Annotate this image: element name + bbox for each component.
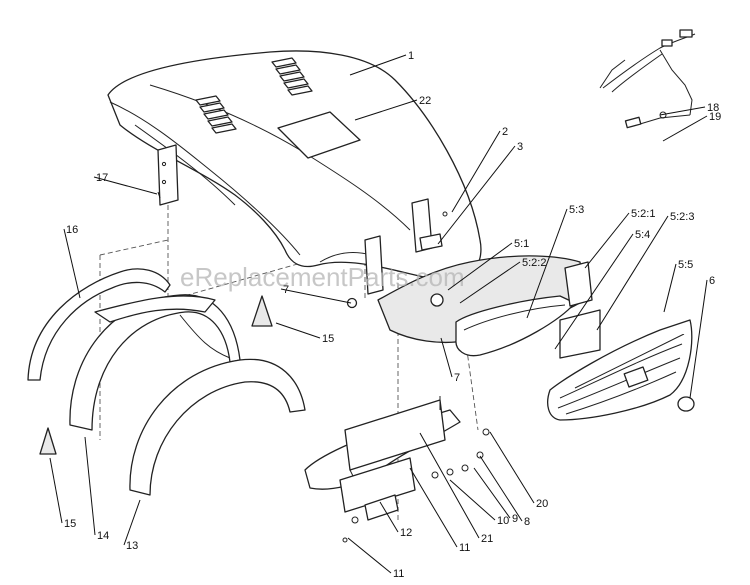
callout-leader-c14 — [84, 436, 96, 536]
callout-leader-c13 — [123, 499, 141, 546]
callout-label-c8: 8 — [524, 516, 530, 528]
callout-label-c2: 2 — [502, 126, 508, 138]
callout-label-c7a: 7 — [283, 284, 289, 296]
callout-label-c11a: 11 — [393, 568, 404, 580]
callout-leader-c12 — [379, 501, 399, 533]
wedge-pad-lower — [39, 427, 57, 455]
callout-leader-c7b — [440, 337, 453, 378]
callout-leader-c20 — [489, 431, 535, 504]
callout-label-c5_1: 5:1 — [514, 238, 529, 250]
callout-leader-c9 — [473, 467, 511, 519]
callout-leader-c17 — [93, 176, 158, 195]
callout-label-c5_3: 5:3 — [569, 204, 584, 216]
callout-label-c3: 3 — [517, 141, 523, 153]
callout-label-c22: 22 — [419, 95, 431, 107]
callout-label-c14: 14 — [97, 530, 109, 542]
callout-label-c5_2_1: 5:2:1 — [631, 208, 655, 220]
callout-leader-c16 — [63, 228, 81, 299]
callout-label-c5_4: 5:4 — [635, 229, 650, 241]
callout-leader-c22 — [354, 99, 418, 121]
callout-label-c21: 21 — [481, 533, 493, 545]
callout-leader-c7a — [280, 288, 352, 304]
callout-leader-c8 — [479, 455, 523, 522]
callout-leader-c5_2_3 — [596, 215, 669, 331]
callout-leader-c5_2_1 — [584, 212, 630, 269]
callout-leader-c2 — [451, 130, 501, 213]
callout-label-c17: 17 — [96, 172, 108, 184]
callout-label-c20: 20 — [536, 498, 548, 510]
callout-leader-c5_4 — [554, 233, 634, 350]
headlight-housing — [377, 255, 601, 359]
side-bracket — [364, 198, 448, 295]
callout-leader-c15a — [275, 322, 321, 339]
callout-label-c10: 10 — [497, 515, 509, 527]
callout-label-c16: 16 — [66, 224, 78, 236]
rear-fender — [129, 358, 306, 496]
hood-vents — [195, 57, 313, 134]
callout-label-c11b: 11 — [459, 542, 470, 554]
callout-label-c5_5: 5:5 — [678, 259, 693, 271]
callout-label-c7b: 7 — [454, 372, 460, 384]
callout-label-c5_2_2: 5:2:2 — [522, 257, 546, 269]
callout-label-c12: 12 — [400, 527, 412, 539]
callout-label-c13: 13 — [126, 540, 138, 552]
grommet-upper — [346, 297, 358, 309]
lower-bracket — [304, 399, 461, 521]
callout-label-c15b: 15 — [64, 518, 76, 530]
callout-leader-c5_3 — [526, 208, 568, 319]
hood-decal — [277, 111, 361, 159]
hood-bracket — [157, 144, 179, 206]
grille-knob — [677, 396, 695, 412]
callout-leader-c1 — [349, 54, 407, 76]
callout-label-c15a: 15 — [322, 333, 334, 345]
callout-leader-c10 — [449, 479, 496, 521]
callout-leader-c5_5 — [663, 263, 677, 313]
callout-leader-c21 — [419, 432, 480, 539]
callout-leader-c5_2_2 — [459, 261, 521, 304]
callout-label-c9: 9 — [512, 513, 518, 525]
fender-trim — [27, 268, 171, 381]
callout-leader-c11b — [409, 467, 458, 548]
callout-label-c1: 1 — [408, 50, 414, 62]
callout-label-c19: 19 — [709, 111, 721, 123]
callout-label-c5_2_3: 5:2:3 — [670, 211, 694, 223]
callout-leader-c11a — [347, 537, 392, 574]
callout-leader-c6 — [689, 279, 708, 399]
hardware — [342, 396, 490, 543]
callout-label-c18: 18 — [707, 102, 719, 114]
callout-label-c6: 6 — [709, 275, 715, 287]
callout-leader-c19 — [662, 115, 708, 142]
watermark-text: eReplacementParts.com — [180, 262, 465, 292]
wiring-harness — [599, 29, 696, 129]
callout-leader-c18 — [659, 106, 706, 116]
grille — [547, 319, 693, 421]
callout-leader-c3 — [437, 145, 516, 245]
callout-leader-c15b — [49, 457, 63, 524]
callout-leader-c5_1 — [447, 242, 513, 291]
wedge-pad-upper — [251, 295, 273, 327]
